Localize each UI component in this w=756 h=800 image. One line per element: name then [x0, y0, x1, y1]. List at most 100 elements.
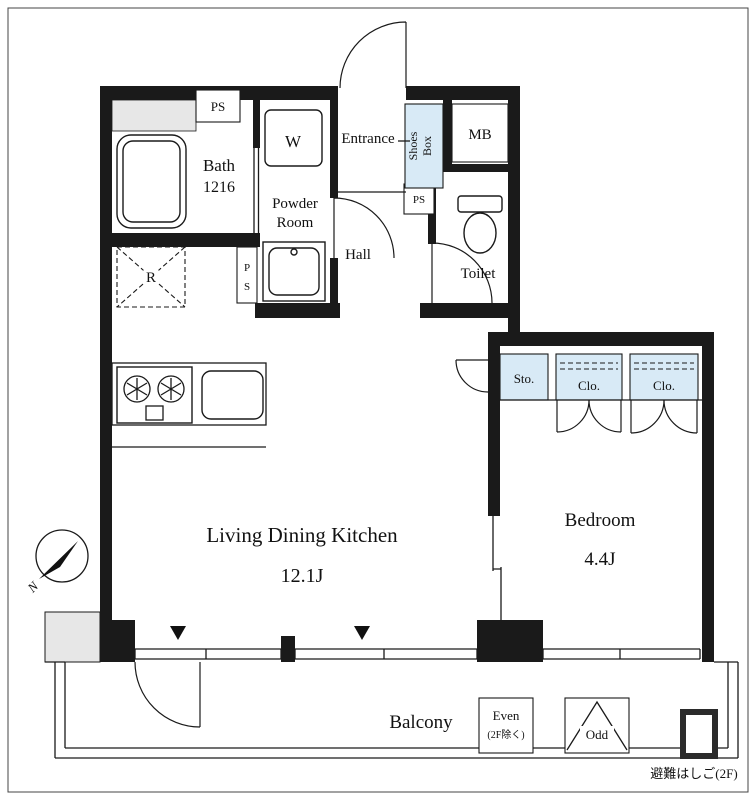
hanger-pipe-line — [634, 362, 694, 370]
doors — [134, 21, 698, 728]
window-ldk-right — [294, 648, 478, 660]
balcony-partition-swing — [134, 661, 201, 728]
wall-segment — [281, 636, 295, 662]
bath-label: Bath — [203, 156, 236, 175]
odd-label: Odd — [586, 727, 609, 742]
compass-north-label: N — [24, 578, 42, 596]
toilet-fixture — [457, 195, 503, 254]
wall-segment — [420, 303, 520, 318]
wall-segment — [100, 620, 135, 662]
burner-icon — [123, 375, 151, 403]
bath-size-label: 1216 — [203, 179, 235, 196]
compass: N — [24, 529, 89, 596]
vanity-bowl — [268, 247, 320, 296]
wall-segment — [253, 100, 260, 148]
shoes-box-label-line1: Shoes — [406, 131, 420, 160]
bedroom-label: Bedroom — [565, 510, 636, 531]
opening-marker-icon — [354, 626, 370, 640]
fridge-label-bg — [141, 267, 161, 287]
bathtub-inner — [122, 140, 181, 223]
wall-segment — [255, 303, 340, 318]
balcony-rails — [45, 661, 739, 759]
balcony-rail-lines — [45, 661, 739, 759]
balcony-label: Balcony — [389, 712, 453, 733]
bathtub — [116, 134, 187, 229]
powder-room-label-line1: Powder — [272, 196, 318, 212]
closet-door-swing — [630, 399, 665, 434]
wall-segment — [702, 332, 714, 662]
opening-marker-icon — [170, 626, 186, 640]
even-marker — [478, 697, 534, 754]
shoes-box-label-line2: Box — [420, 136, 434, 156]
wall-segment — [436, 164, 508, 172]
wall-segment — [488, 346, 500, 516]
odd-marker-peak — [566, 700, 628, 751]
fridge-cross — [116, 246, 186, 308]
storage-label: Sto. — [514, 371, 535, 386]
closet-right-label: Clo. — [653, 378, 675, 393]
window-bedroom — [542, 648, 701, 660]
window-ldk-left — [134, 648, 282, 660]
toilet-door-swing — [431, 242, 493, 304]
wall-segment — [330, 258, 338, 306]
washer-pan — [264, 109, 323, 167]
burner-flame-icon — [126, 378, 148, 400]
ps-top-label: PS — [211, 99, 225, 114]
counter-outline — [111, 362, 267, 426]
even-marker-box — [478, 697, 534, 754]
powder-room-label-line2: Room — [277, 215, 314, 231]
closet-door-swing — [588, 399, 622, 433]
wall-segment — [477, 620, 543, 662]
bedroom-sliding-door — [492, 516, 502, 622]
toilet-tank — [457, 195, 503, 213]
even-label-line2: (2F除く) — [487, 728, 524, 741]
grill — [145, 405, 164, 421]
escape-ladder-label: 避難はしご(2F) — [650, 766, 737, 781]
duct-block — [111, 99, 197, 132]
refrigerator-space — [116, 246, 186, 308]
storage-door-swing — [455, 359, 489, 393]
ps-side-label-p: P — [244, 262, 250, 274]
burner-flame-icon — [160, 378, 182, 400]
hall-label: Hall — [345, 247, 371, 263]
storage-boxes — [404, 103, 702, 401]
washing-machine — [264, 109, 323, 167]
wall-segment — [406, 86, 520, 100]
powder-door-swing — [333, 197, 395, 259]
wall-segment — [508, 86, 520, 346]
mb-box — [451, 103, 509, 163]
closet-door-swing — [556, 399, 590, 433]
living-label: Living Dining Kitchen — [206, 523, 398, 547]
service-boxes — [195, 89, 509, 304]
structural-blocks — [44, 99, 197, 663]
vanity-sink — [262, 241, 326, 302]
ps-top-box — [195, 89, 241, 123]
escape-hatch — [680, 709, 718, 759]
bath-door — [253, 148, 260, 233]
toilet-bowl — [463, 212, 497, 254]
ps-side-label-s: S — [244, 281, 250, 293]
stove — [116, 366, 193, 424]
compass-needle-icon — [39, 541, 78, 579]
closet-door-swing — [663, 399, 698, 434]
mb-label: MB — [468, 127, 491, 143]
faucet-icon — [290, 248, 298, 256]
odd-label-bg — [580, 726, 614, 743]
wall-segment — [330, 100, 338, 198]
wall-segment — [100, 86, 112, 622]
fridge-outline — [116, 246, 186, 308]
closet-left-label: Clo. — [578, 378, 600, 393]
odd-marker — [564, 697, 630, 754]
closet-right-box — [629, 353, 699, 401]
hanger-pipe-line — [560, 362, 618, 370]
shoes-box — [404, 103, 444, 189]
fridge-label: R — [146, 270, 156, 286]
ps-side-box — [236, 246, 258, 304]
kitchen-counter — [111, 362, 267, 448]
ps-hall-box — [403, 183, 435, 215]
bedroom-size-label: 4.4J — [584, 549, 615, 570]
wall-segment — [112, 233, 260, 247]
kitchen-sink — [201, 370, 264, 420]
toilet-label: Toilet — [461, 266, 497, 282]
